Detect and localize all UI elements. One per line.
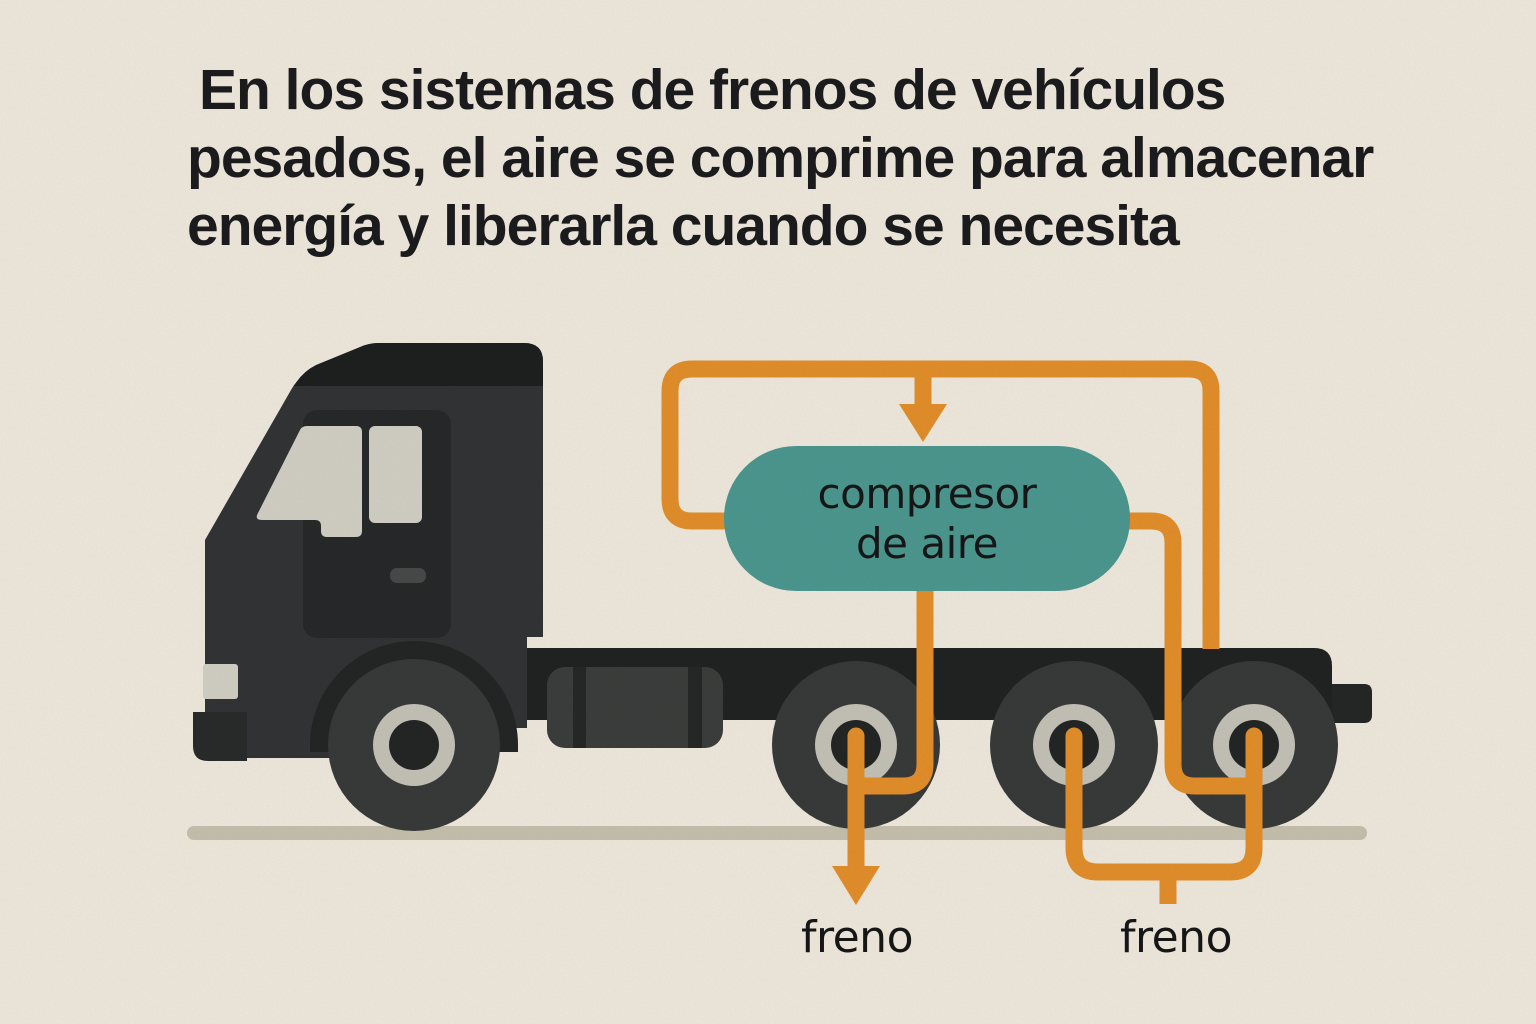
door-handle <box>390 568 426 583</box>
infographic-title: En los sistemas de frenos de vehículos p… <box>187 56 1517 260</box>
compressor-label-line-2: de aire <box>856 518 998 568</box>
down-arrow-icon <box>832 866 880 905</box>
ground-line <box>187 826 1367 840</box>
cab-roof-band <box>294 343 543 386</box>
truck-hitch <box>1332 684 1372 723</box>
wheel-front <box>328 659 500 831</box>
title-line-1: En los sistemas de frenos de vehículos <box>199 58 1226 122</box>
title-line-2: pesados, el aire se comprime para almace… <box>187 126 1374 190</box>
compressor-label: compresor de aire <box>724 446 1130 591</box>
brake-label-right: freno <box>1120 912 1233 963</box>
brake-label-left: freno <box>801 912 914 963</box>
fuel-tank-strap <box>688 667 702 748</box>
down-arrow-icon <box>899 404 947 442</box>
title-line-3: energía y liberarla cuando se necesita <box>187 194 1180 258</box>
headlight <box>203 664 238 699</box>
fuel-tank-strap <box>573 667 586 748</box>
front-bumper <box>193 712 247 761</box>
compressor-label-line-1: compresor <box>817 468 1037 518</box>
door-window <box>369 426 422 523</box>
